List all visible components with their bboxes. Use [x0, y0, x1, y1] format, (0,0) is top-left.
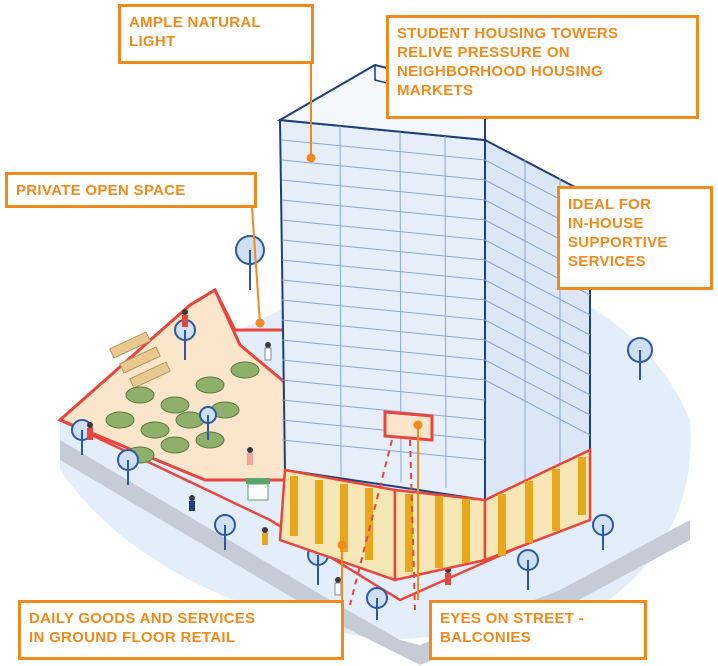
callout-line: IN-HOUSE: [568, 215, 644, 232]
retail-right: [483, 448, 592, 562]
callout-line: IDEAL FOR: [568, 196, 652, 213]
callout-student-housing: STUDENT HOUSING TOWERS RELIVE PRESSURE O…: [386, 15, 699, 119]
callout-supportive-services: IDEAL FOR IN-HOUSE SUPPORTIVE SERVICES: [557, 186, 713, 290]
callout-line: STUDENT HOUSING TOWERS: [397, 25, 619, 42]
trees: [71, 235, 653, 620]
callout-eyes-on-street: EYES ON STREET - BALCONIES: [429, 600, 647, 660]
callout-line: MARKETS: [397, 82, 474, 99]
callout-ample-natural-light: AMPLE NATURAL LIGHT: [118, 4, 314, 64]
callout-line: BALCONIES: [440, 629, 532, 646]
benches: [109, 331, 171, 389]
callout-line: DAILY GOODS AND SERVICES: [29, 610, 256, 627]
callout-ground-floor-retail: DAILY GOODS AND SERVICES IN GROUND FLOOR…: [18, 600, 344, 660]
callout-line: AMPLE NATURAL: [129, 14, 261, 31]
callout-private-open-space: PRIVATE OPEN SPACE: [5, 172, 257, 208]
kiosk: [246, 478, 270, 501]
callout-line: SUPPORTIVE: [568, 234, 668, 251]
callout-line: RELIVE PRESSURE ON: [397, 44, 570, 61]
balcony-highlight: [383, 410, 434, 442]
planters: [105, 361, 260, 464]
callout-line: NEIGHBORHOOD HOUSING: [397, 63, 604, 80]
callout-line: EYES ON STREET -: [440, 610, 584, 627]
callout-line: LIGHT: [129, 33, 176, 50]
callout-line: SERVICES: [568, 253, 646, 270]
callout-line: IN GROUND FLOOR RETAIL: [29, 629, 236, 646]
leader-lines: [251, 64, 423, 600]
plaza-path-outline: [189, 287, 290, 332]
retail-columns: [290, 457, 586, 572]
callout-line: PRIVATE OPEN SPACE: [16, 182, 186, 199]
